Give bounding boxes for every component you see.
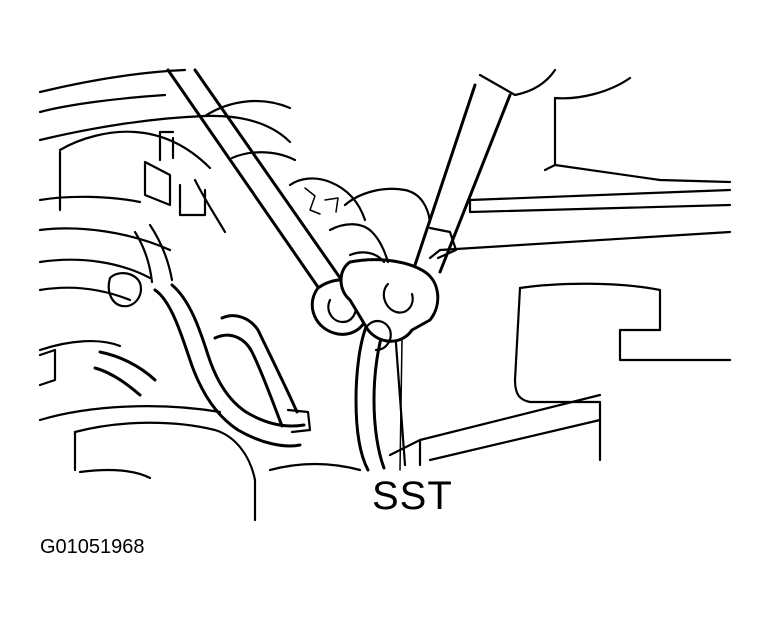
sst-leader-line — [399, 339, 403, 471]
left-wrench — [166, 68, 371, 336]
right-wrench — [339, 83, 512, 352]
figure-id: G01051968 — [40, 536, 145, 558]
hand — [304, 187, 432, 264]
sst-callout-label: SST — [372, 474, 453, 518]
engine-background — [38, 68, 367, 522]
fluid-line — [354, 320, 407, 472]
bracket-panel — [388, 68, 732, 467]
hoses — [93, 178, 312, 448]
